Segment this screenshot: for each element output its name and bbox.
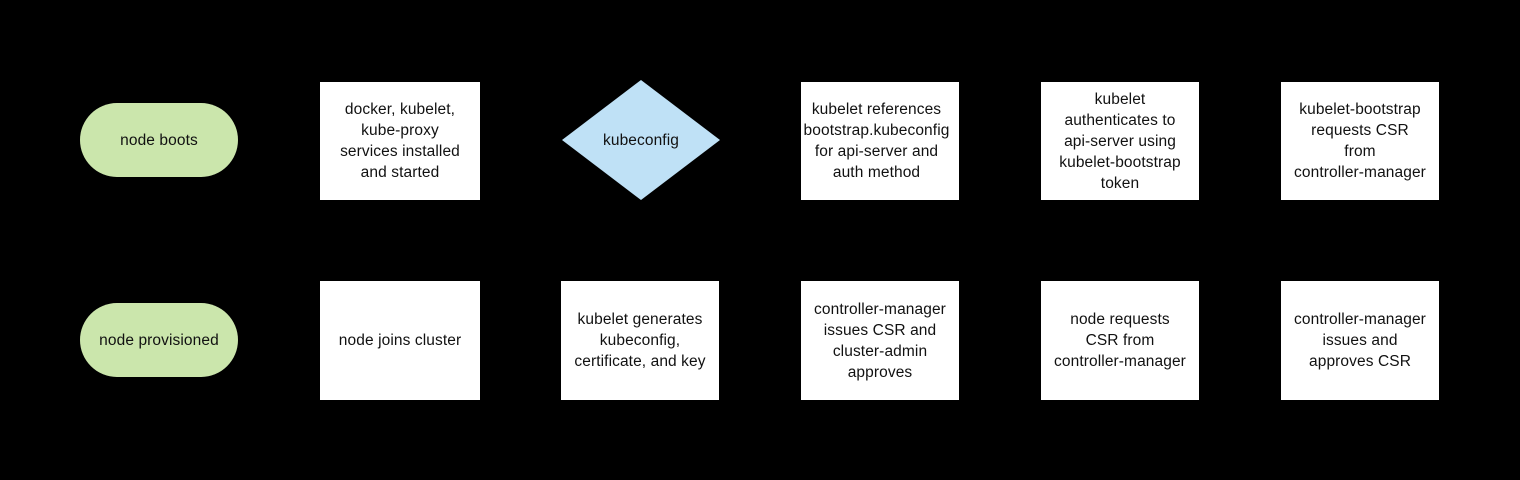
node-node-requests-csr[interactable]: node requests CSR from controller-manage…: [1041, 281, 1199, 400]
node-label-node-provisioned: node provisioned: [99, 331, 219, 349]
node-label-services-installed: docker, kubelet, kube-proxy services ins…: [340, 101, 460, 181]
node-controller-manager-approves[interactable]: controller-manager issues and approves C…: [1281, 281, 1439, 400]
node-kubelet-bootstrap-requests-csr[interactable]: kubelet-bootstrap requests CSR from cont…: [1281, 82, 1439, 200]
node-node-joins-cluster[interactable]: node joins cluster: [320, 281, 480, 400]
node-controller-manager-issues-csr[interactable]: controller-manager issues CSR and cluste…: [801, 281, 959, 400]
node-label-controller-manager-issues-csr: controller-manager issues CSR and cluste…: [814, 300, 946, 381]
node-node-provisioned[interactable]: node provisioned: [80, 303, 238, 377]
node-label-kubelet-bootstrap-requests-csr: kubelet-bootstrap requests CSR from cont…: [1294, 101, 1426, 181]
node-kubelet-authenticates[interactable]: kubelet authenticates to api-server usin…: [1041, 82, 1199, 200]
node-kubelet-references-bootstrap[interactable]: kubelet references bootstrap.kubeconfig …: [801, 82, 959, 200]
node-label-node-joins-cluster: node joins cluster: [338, 332, 462, 349]
node-label-node-boots: node boots: [120, 131, 198, 149]
node-label-node-requests-csr: node requests CSR from controller-manage…: [1054, 311, 1186, 370]
node-label-kubeconfig: kubeconfig: [603, 131, 679, 149]
node-label-kubelet-references-bootstrap: kubelet references bootstrap.kubeconfig …: [803, 101, 950, 181]
node-kubelet-generates-kubeconfig[interactable]: kubelet generates kubeconfig, certificat…: [561, 281, 719, 400]
node-label-kubelet-authenticates: kubelet authenticates to api-server usin…: [1059, 90, 1181, 192]
node-kubeconfig-decision[interactable]: kubeconfig: [562, 80, 720, 200]
node-label-kubelet-generates-kubeconfig: kubelet generates kubeconfig, certificat…: [574, 311, 706, 370]
node-node-boots[interactable]: node boots: [80, 103, 238, 177]
node-label-controller-manager-approves: controller-manager issues and approves C…: [1294, 311, 1426, 370]
node-services-installed[interactable]: docker, kubelet, kube-proxy services ins…: [320, 82, 480, 200]
